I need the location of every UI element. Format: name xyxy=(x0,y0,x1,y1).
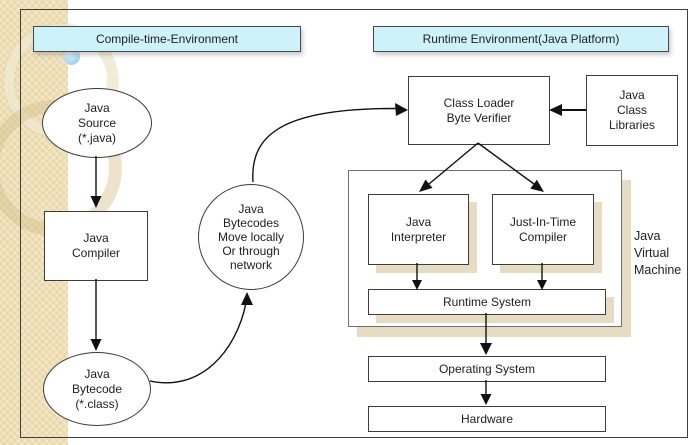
hardware-node: Hardware xyxy=(368,406,606,432)
runtime-system-label: Runtime System xyxy=(442,294,532,309)
java-interpreter-node: Java Interpreter xyxy=(368,194,469,265)
java-source-label: Java Source (*.java) xyxy=(77,100,117,145)
hardware-label: Hardware xyxy=(460,411,514,426)
java-source-node: Java Source (*.java) xyxy=(42,88,152,158)
jit-compiler-node: Just-In-Time Compiler xyxy=(492,194,594,265)
runtime-system-node: Runtime System xyxy=(368,289,606,315)
java-compiler-label: Java Compiler xyxy=(71,231,120,260)
runtime-environment-header: Runtime Environment(Java Platform) xyxy=(373,26,669,52)
java-interpreter-label: Java Interpreter xyxy=(390,214,447,244)
jit-compiler-label: Just-In-Time Compiler xyxy=(509,214,577,244)
class-loader-node: Class Loader Byte Verifier xyxy=(408,76,550,145)
decorative-blue-sphere xyxy=(63,48,80,65)
java-class-libraries-node: Java Class Libraries xyxy=(586,75,678,146)
bytecodes-transfer-label: Java Bytecodes Move locally Or through n… xyxy=(217,202,285,272)
jvm-side-label: Java Virtual Machine xyxy=(634,229,682,277)
diagram-frame xyxy=(20,9,688,438)
java-bytecode-node: Java Bytecode (*.class) xyxy=(43,352,151,426)
bytecodes-transfer-node: Java Bytecodes Move locally Or through n… xyxy=(198,184,304,290)
runtime-environment-label: Runtime Environment(Java Platform) xyxy=(422,32,620,46)
java-compiler-node: Java Compiler xyxy=(44,211,148,281)
class-loader-label: Class Loader Byte Verifier xyxy=(443,95,515,125)
compile-time-environment-header: Compile-time-Environment xyxy=(33,26,301,52)
compile-time-environment-label: Compile-time-Environment xyxy=(95,32,239,46)
operating-system-label: Operating System xyxy=(438,361,536,376)
operating-system-node: Operating System xyxy=(368,356,606,382)
java-class-libraries-label: Java Class Libraries xyxy=(608,88,656,132)
java-bytecode-label: Java Bytecode (*.class) xyxy=(71,366,123,411)
